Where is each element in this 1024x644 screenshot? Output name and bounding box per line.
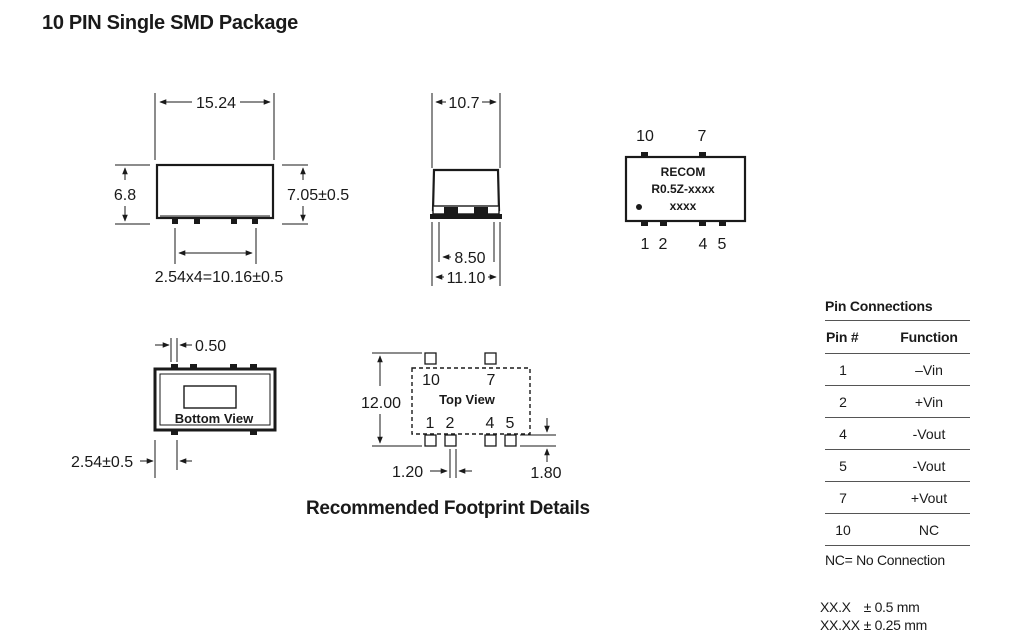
footprint-pin-label: 10 — [422, 372, 440, 389]
side-view: 15.24 6.8 7.05±0.5 2.54x4=10.16±0.5 — [114, 93, 349, 286]
cell-function: +Vout — [861, 481, 970, 514]
module-body-end — [431, 168, 501, 212]
footprint-pin-label: 7 — [487, 372, 496, 389]
module-body-top — [624, 155, 747, 223]
footprint-pad — [424, 352, 437, 365]
cell-pin: 5 — [825, 449, 861, 482]
table-row: 5 -Vout — [825, 449, 970, 482]
nc-note: NC= No Connection — [825, 552, 945, 568]
bottom-pin-label: 2 — [659, 236, 668, 253]
table-header-row: Pin # Function — [825, 321, 970, 354]
pin1-dot-icon — [636, 204, 642, 210]
tolerance-format: XX.XX — [820, 617, 860, 633]
end-inner-label: 8.50 — [454, 250, 485, 267]
bottom-pitch-label: 2.54±0.5 — [71, 454, 133, 471]
pin-connections-table: Pin # Function 1 –Vin 2 +Vin 4 -Vout 5 -… — [825, 321, 970, 546]
top-pin-label: 10 — [636, 128, 654, 145]
page-title: 10 PIN Single SMD Package — [42, 12, 298, 34]
pin-connections-title: Pin Connections — [825, 298, 970, 321]
side-width-label: 15.24 — [196, 95, 236, 112]
cell-function: -Vout — [861, 449, 970, 482]
bottom-pin-label: 1 — [641, 236, 650, 253]
pin-side — [172, 218, 178, 224]
pin-side — [231, 218, 237, 224]
header-function: Function — [861, 321, 970, 354]
footprint-pin-label: 4 — [486, 415, 495, 432]
side-total-height-label: 7.05±0.5 — [287, 187, 349, 204]
bottom-pin-label: 5 — [718, 236, 727, 253]
label-window — [183, 385, 237, 409]
tolerance-notes: XX.X ± 0.5 mm XX.XX ± 0.25 mm — [820, 598, 927, 634]
top-pin-label: 7 — [698, 128, 707, 145]
footprint-title: Recommended Footprint Details — [306, 498, 590, 519]
footprint-view: 10 7 Top View 1 2 4 5 12.00 1.20 1.80 — [361, 352, 562, 482]
marking-code: xxxx — [670, 199, 697, 213]
footprint-pin-label: 1 — [426, 415, 435, 432]
pin-side — [194, 218, 200, 224]
side-pin-span-label: 2.54x4=10.16±0.5 — [155, 269, 284, 286]
footprint-pad — [504, 434, 517, 447]
bottom-pin-label: 4 — [699, 236, 708, 253]
end-view: 10.7 8.50 11.10 — [430, 93, 502, 287]
cell-pin: 2 — [825, 385, 861, 418]
header-pin: Pin # — [825, 321, 861, 354]
footprint-outline — [411, 367, 531, 435]
footprint-pin-label: 5 — [506, 415, 515, 432]
table-row: 2 +Vin — [825, 385, 970, 418]
footprint-pad — [484, 352, 497, 365]
module-body-side — [155, 163, 275, 220]
end-pin — [474, 207, 488, 216]
table-row: 1 –Vin — [825, 353, 970, 386]
cell-pin: 7 — [825, 481, 861, 514]
footprint-pad — [484, 434, 497, 447]
footprint-pin-label: 2 — [446, 415, 455, 432]
pin-side — [252, 218, 258, 224]
footprint-pad-width-label: 1.20 — [392, 464, 423, 481]
cell-pin: 4 — [825, 417, 861, 450]
marking-brand: RECOM — [661, 165, 706, 179]
pin-connections-panel: Pin Connections Pin # Function 1 –Vin 2 … — [825, 298, 970, 568]
end-outer-label: 11.10 — [447, 270, 486, 287]
table-row: 10 NC — [825, 513, 970, 546]
cell-function: +Vin — [861, 385, 970, 418]
tolerance-row: XX.XX ± 0.25 mm — [820, 616, 927, 634]
side-height-label: 6.8 — [114, 187, 136, 204]
bottom-view-label: Bottom View — [175, 411, 254, 426]
table-row: 7 +Vout — [825, 481, 970, 514]
end-pin — [444, 207, 458, 216]
tolerance-format: XX.X — [820, 599, 851, 615]
marking-part: R0.5Z-xxxx — [651, 182, 715, 196]
cell-function: NC — [861, 513, 970, 546]
tolerance-value: ± 0.5 mm — [863, 599, 920, 615]
bottom-pin-width-label: 0.50 — [195, 338, 226, 355]
footprint-height-label: 12.00 — [361, 395, 401, 412]
tolerance-value: ± 0.25 mm — [863, 617, 928, 633]
cell-pin: 10 — [825, 513, 861, 546]
end-leads — [430, 214, 502, 219]
footprint-pad — [424, 434, 437, 447]
footprint-pad — [444, 434, 457, 447]
footprint-pad-height-label: 1.80 — [530, 465, 561, 482]
top-marking-view: 10 7 RECOM R0.5Z-xxxx xxxx 1 2 4 5 — [624, 128, 747, 253]
cell-pin: 1 — [825, 353, 861, 386]
cell-function: -Vout — [861, 417, 970, 450]
top-view-label: Top View — [439, 392, 496, 407]
bottom-view: 0.50 Bottom View 2.54±0.5 — [71, 338, 277, 478]
end-width-label: 10.7 — [448, 95, 479, 112]
tolerance-row: XX.X ± 0.5 mm — [820, 598, 927, 616]
table-row: 4 -Vout — [825, 417, 970, 450]
cell-function: –Vin — [861, 353, 970, 386]
